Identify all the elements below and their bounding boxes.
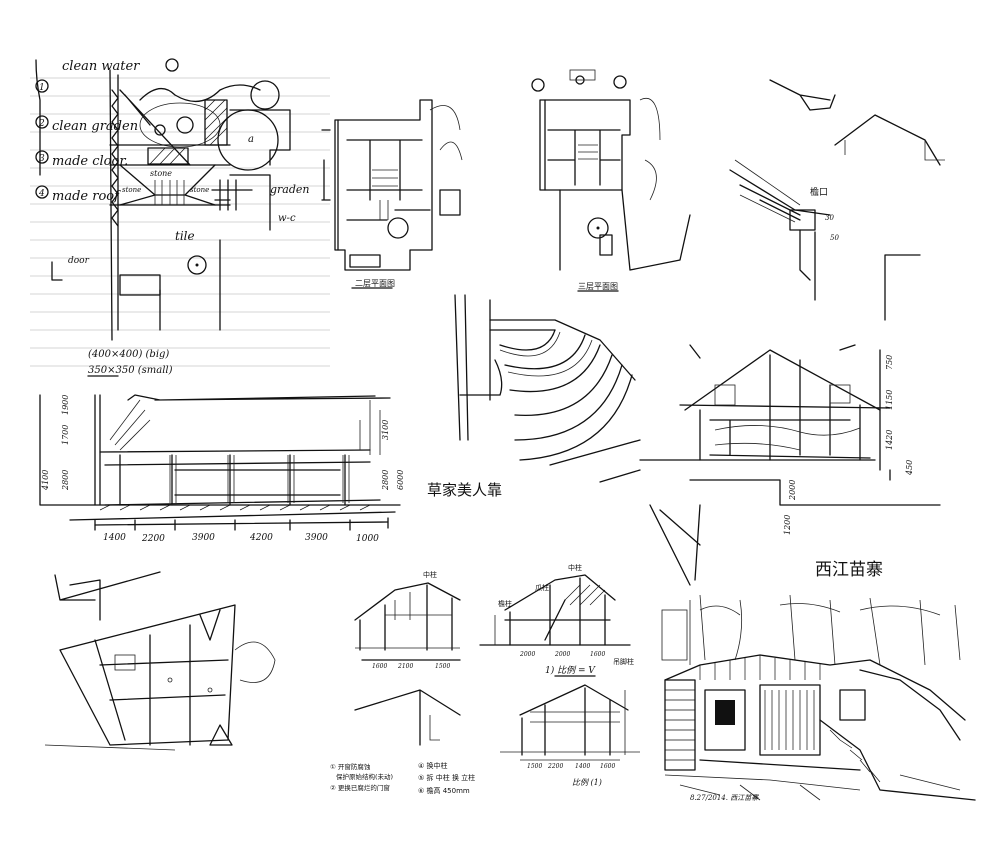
caption-second-floor-plan: 二层平面图 xyxy=(355,279,395,288)
irregular-site-plan xyxy=(44,571,276,751)
dim-a-1: 1600 xyxy=(372,663,387,670)
caption-scale-1: 1) 比例 = V xyxy=(545,665,596,676)
dim-50: 50 xyxy=(830,234,839,242)
caption-scale-2: 比例 (1) xyxy=(572,778,602,787)
elevation-side-dimensions: 4100 2800 1700 1900 3100 2800 6000 xyxy=(41,395,405,491)
note-5: ⑤ 拆 中柱 换 立柱 xyxy=(418,773,475,782)
dim-1700: 1700 xyxy=(61,425,70,445)
section-c xyxy=(354,689,461,746)
dim-1400: 1400 xyxy=(103,533,126,543)
section-dimensions: 750 1150 1420 450 2000 1200 xyxy=(783,355,914,535)
label-stone: stone xyxy=(150,169,172,178)
dim-b-3: 1600 xyxy=(590,651,605,658)
dim-4100: 4100 xyxy=(41,470,50,491)
dim-b-1: 2000 xyxy=(519,651,535,658)
label-center-column-a: 中柱 xyxy=(423,570,437,579)
label-short-column: 瓜柱 xyxy=(535,583,549,592)
house-section-sketch: 750 1150 1420 450 2000 1200 西江苗寨 xyxy=(599,344,941,586)
step-made-roof: made roof xyxy=(52,189,121,204)
size-big: (400×400) (big) xyxy=(88,349,169,360)
street-elevation-sketch: 1400 2200 3900 4200 3900 1000 4100 2800 … xyxy=(39,394,405,544)
label-stilt-column: 吊脚柱 xyxy=(613,657,634,666)
step-number-4: 4 xyxy=(38,189,45,199)
dim-2000: 2000 xyxy=(788,480,797,501)
dim-c-1: 1500 xyxy=(527,763,542,770)
dim-2800-right: 2800 xyxy=(381,470,390,491)
step-number-3: 3 xyxy=(39,154,45,164)
step-made-floor: made cloor. xyxy=(52,154,128,169)
dim-c-2: 2200 xyxy=(547,763,563,770)
dim-1900: 1900 xyxy=(61,395,70,415)
dim-3900: 3900 xyxy=(192,533,215,543)
step-number-1: 1 xyxy=(39,83,45,93)
dim-a-3: 1500 xyxy=(435,663,450,670)
label-wc: w-c xyxy=(278,213,296,224)
note-2: ② 更换已腐烂的门窗 xyxy=(330,783,390,792)
section-b: 中柱 檐柱 瓜柱 吊脚柱 2000 2000 1600 1) 比例 = V xyxy=(479,563,634,677)
dim-1200: 1200 xyxy=(783,515,792,535)
beauty-bench-detail: 草家美人靠 xyxy=(427,294,641,499)
dim-1150: 1150 xyxy=(885,390,894,410)
step-clean-garden: clean graden xyxy=(52,119,138,134)
section-d: 1500 2200 1400 1600 比例 (1) xyxy=(500,684,640,787)
notebook-plan-sketch: clean water clean graden made cloor. mad… xyxy=(30,55,330,385)
note-4: ④ 换中柱 xyxy=(418,761,448,770)
dim-30: 30 xyxy=(825,214,834,222)
dim-1000: 1000 xyxy=(356,534,379,544)
dim-2800: 2800 xyxy=(61,470,70,491)
sketch-signature-date: 8.27/2014. 西江苗寨 xyxy=(690,794,759,802)
ruled-lines xyxy=(30,77,330,367)
label-door: door xyxy=(68,256,90,266)
note-1b: 保护原始结构(未动) xyxy=(336,772,393,781)
dim-2200: 2200 xyxy=(141,534,165,544)
label-a: a xyxy=(248,134,254,145)
step-number-2: 2 xyxy=(38,119,45,129)
caption-xijiang-miao-village: 西江苗寨 xyxy=(815,560,883,580)
village-perspective-drawing: 8.27/2014. 西江苗寨 xyxy=(661,594,976,802)
dim-3100: 3100 xyxy=(381,420,390,440)
dark-doorway xyxy=(715,700,735,725)
label-tile: tile xyxy=(175,229,195,243)
dim-c-3: 1400 xyxy=(575,763,590,770)
dim-450: 450 xyxy=(905,460,914,476)
label-eave-column: 檐柱 xyxy=(498,599,512,608)
floor-plan-second-floor: 二层平面图 xyxy=(321,99,463,289)
step-clean-water: clean water xyxy=(62,59,140,74)
label-eave: 檐口 xyxy=(810,186,828,198)
dim-c-4: 1600 xyxy=(600,763,615,770)
caption-third-floor-plan: 三层平面图 xyxy=(578,282,618,291)
dim-3900-b: 3900 xyxy=(305,533,328,543)
floor-plan-third-floor: 三层平面图 xyxy=(531,69,691,292)
roof-eave-detail: 檐口 30 50 xyxy=(729,79,945,321)
dim-b-2: 2000 xyxy=(554,651,570,658)
structural-sections: 中柱 1600 2100 1500 中柱 檐柱 瓜柱 吊脚柱 2000 2000… xyxy=(330,563,640,795)
note-1: ① 开窗防腐蚀 xyxy=(330,762,371,771)
label-stone-left: stone xyxy=(122,186,141,194)
repair-notes: ① 开窗防腐蚀 保护原始结构(未动) ② 更换已腐烂的门窗 ④ 换中柱 ⑤ 拆 … xyxy=(330,761,475,795)
label-garden: graden xyxy=(270,183,310,196)
dim-750: 750 xyxy=(885,355,894,370)
dim-a-2: 2100 xyxy=(397,663,413,670)
label-stone-right: stone xyxy=(190,186,209,194)
note-6: ⑥ 檐高 450mm xyxy=(418,786,470,795)
dim-4200: 4200 xyxy=(249,533,273,543)
section-a: 中柱 1600 2100 1500 xyxy=(354,570,461,670)
dim-6000: 6000 xyxy=(396,470,405,490)
elevation-bottom-dimensions: 1400 2200 3900 4200 3900 1000 xyxy=(103,533,379,544)
caption-beauty-bench: 草家美人靠 xyxy=(427,481,502,499)
dim-1420: 1420 xyxy=(885,430,894,450)
size-small: 350×350 (small) xyxy=(88,365,173,376)
label-center-column-b: 中柱 xyxy=(568,563,582,572)
